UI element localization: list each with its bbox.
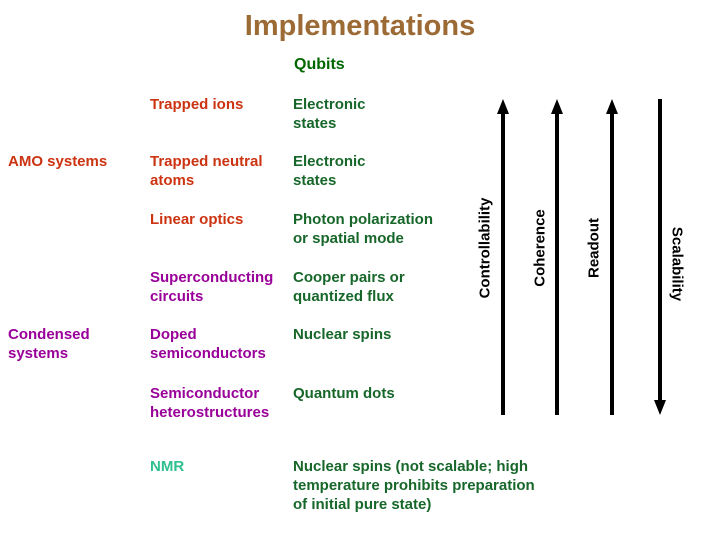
cell-qubit: Quantum dots (293, 385, 395, 402)
cell-implementation: NMR (150, 458, 185, 475)
cell-implementation: Superconducting circuits (150, 269, 274, 305)
controllability-arrow-label: Controllability (476, 197, 494, 299)
cell-category: Condensed systems (8, 326, 90, 362)
cell-implementation: Trapped ions (150, 96, 244, 113)
coherence-arrow-label: Coherence (531, 209, 549, 287)
readout-up-arrow-icon (606, 99, 618, 415)
cell-qubit: Nuclear spins (not scalable; high temper… (293, 458, 535, 513)
scalability-arrow-label: Scalability (668, 226, 686, 302)
slide-title: Implementations (244, 10, 476, 42)
cell-implementation: Semiconductor heterostructures (150, 385, 270, 421)
scalability-down-arrow-icon (654, 99, 666, 415)
cell-qubit: Photon polarization or spatial mode (293, 211, 433, 247)
cell-implementation: Doped semiconductors (150, 326, 266, 362)
cell-implementation: Trapped neutral atoms (150, 153, 263, 189)
controllability-up-arrow-icon (497, 99, 509, 415)
coherence-up-arrow-icon (551, 99, 563, 415)
qubits-column-header: Qubits (294, 56, 345, 73)
cell-category: AMO systems (8, 153, 108, 170)
cell-qubit: Electronic states (293, 153, 366, 189)
cell-qubit: Nuclear spins (293, 326, 392, 343)
readout-arrow-label: Readout (585, 218, 603, 278)
cell-implementation: Linear optics (150, 211, 244, 228)
cell-qubit: Electronic states (293, 96, 366, 132)
cell-qubit: Cooper pairs or quantized flux (293, 269, 405, 305)
